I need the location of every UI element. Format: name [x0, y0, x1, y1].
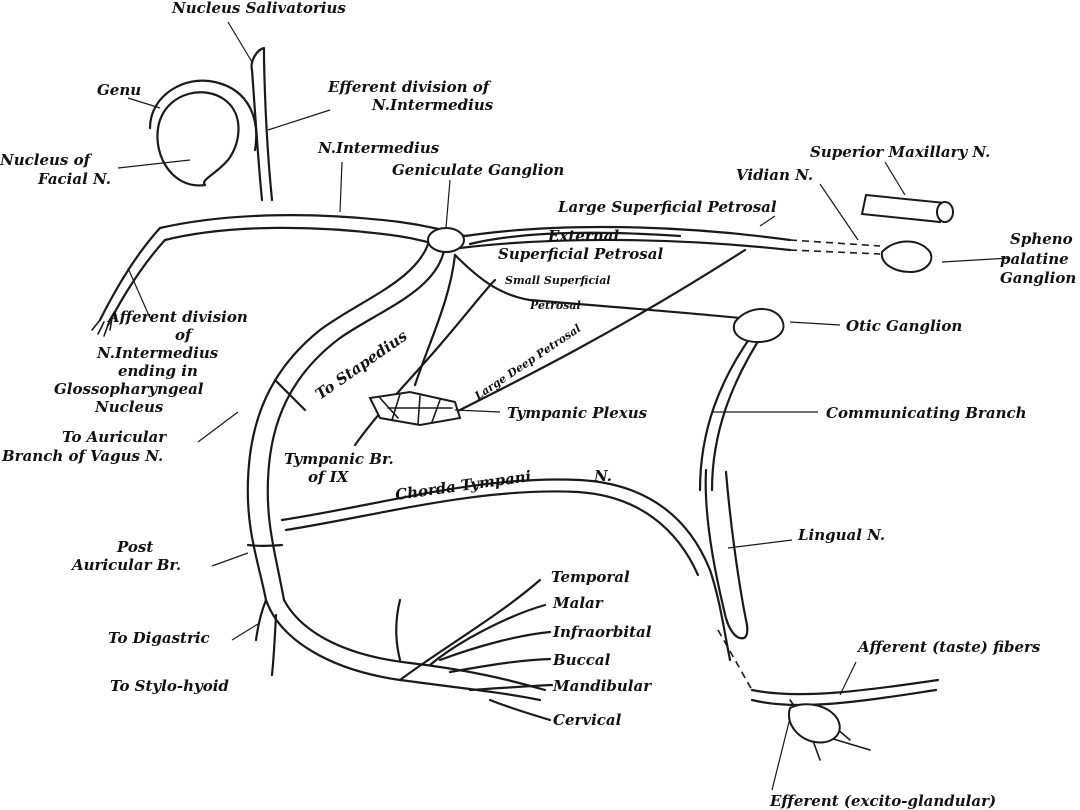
- afferent-fibers: [91, 317, 113, 337]
- label-cervical: Cervical: [553, 711, 622, 729]
- infraorbital-branch: [438, 630, 552, 662]
- main-trunk-lower: [163, 226, 457, 252]
- post-auricular-nerve: [246, 543, 284, 547]
- label-otic-ganglion: Otic Ganglion: [846, 317, 962, 335]
- external-superficial-petrosal-nerve: [468, 231, 682, 246]
- label-tympanic-br-1: Tympanic Br.: [284, 450, 394, 468]
- label-communicating-branch: Communicating Branch: [826, 404, 1027, 422]
- large-deep-petrosal-nerve: [448, 248, 747, 417]
- lower-trunk: [264, 598, 547, 702]
- facial-nucleus-loop: [156, 91, 240, 187]
- afferent-division-nerve: [98, 226, 167, 327]
- label-temporal: Temporal: [551, 568, 630, 586]
- ganglia: [368, 193, 954, 744]
- label-afferent-taste: Afferent (taste) fibers: [856, 638, 1041, 656]
- label-efferent-division-1: Efferent division of: [327, 78, 492, 96]
- label-spheno-1: Spheno: [1010, 230, 1073, 248]
- label-to-stylo-hyoid: To Stylo-hyoid: [110, 677, 229, 695]
- superior-maxillary-cylinder: [860, 193, 954, 224]
- label-large-superficial-petrosal: Large Superficial Petrosal: [557, 198, 777, 216]
- label-buccal: Buccal: [552, 651, 611, 669]
- label-to-auricular-1: To Auricular: [62, 428, 167, 446]
- label-afferent-division-3: N.Intermedius: [96, 344, 219, 362]
- label-afferent-division-2: of: [175, 326, 194, 344]
- label-nucleus-facial-2: Facial N.: [37, 170, 111, 188]
- label-nucleus-salivatorius: Nucleus Salivatorius: [171, 0, 346, 17]
- label-post-auricular-1: Post: [116, 538, 153, 556]
- label-afferent-division-1: Afferent division: [106, 308, 248, 326]
- label-infraorbital: Infraorbital: [552, 623, 652, 641]
- large-superficial-petrosal-nerve: [458, 225, 792, 252]
- label-small-superficial-1: Small Superficial: [505, 274, 611, 287]
- label-geniculate-ganglion: Geniculate Ganglion: [392, 161, 564, 179]
- tympanic-to-petrosal: [413, 253, 457, 387]
- label-external-2: Superficial Petrosal: [498, 245, 663, 263]
- label-vidian: Vidian N.: [736, 166, 813, 184]
- upper-loop-branch: [395, 598, 402, 662]
- label-efferent-division-2: N.Intermedius: [371, 96, 494, 114]
- submaxillary-ganglion: [788, 703, 841, 744]
- tympanic-branch-nerve: [353, 278, 497, 447]
- communicating-branch-nerve: [698, 333, 764, 492]
- label-to-auricular-2: Branch of Vagus N.: [1, 447, 163, 465]
- lingual-nerve: [704, 468, 749, 640]
- sphenopalatine-ganglion: [880, 240, 933, 274]
- label-to-stapedius: To Stapedius: [312, 326, 411, 403]
- otic-ganglion: [732, 308, 785, 344]
- label-small-superficial-2: Petrosal: [529, 299, 581, 312]
- nerve-paths: [91, 46, 940, 761]
- small-superficial-petrosal-nerve: [453, 253, 742, 320]
- label-spheno-3: Ganglion: [1000, 269, 1076, 287]
- label-malar: Malar: [552, 594, 604, 612]
- efferent-division-nerve: [250, 56, 274, 202]
- genu-arc: [148, 79, 258, 152]
- to-stapedius-nerve: [273, 378, 307, 412]
- tympanic-plexus: [368, 390, 462, 427]
- label-tympanic-plexus: Tympanic Plexus: [507, 404, 648, 422]
- to-stylo-hyoid-nerve: [270, 613, 278, 677]
- malar-branch: [428, 603, 547, 667]
- vidian-dashed: [789, 239, 881, 255]
- temporal-branch: [398, 578, 542, 682]
- label-to-digastric: To Digastric: [108, 629, 210, 647]
- nucleus-salivatorius-tip: [250, 46, 266, 72]
- label-nucleus-facial-1: Nucleus of: [0, 151, 93, 169]
- label-mandibular: Mandibular: [552, 677, 652, 695]
- buccal-branch: [448, 657, 552, 674]
- afferent-taste-nerve: [750, 678, 940, 707]
- chorda-tympani-inner: [284, 490, 700, 577]
- label-post-auricular-2: Auricular Br.: [70, 556, 181, 574]
- label-tympanic-br-2: of IX: [308, 468, 350, 486]
- label-afferent-division-4: ending in: [118, 362, 198, 380]
- chorda-tympani-nerve: [280, 478, 732, 662]
- to-digastric-nerve: [254, 598, 268, 642]
- label-chorda-n: N.: [593, 467, 612, 485]
- geniculate-ganglion: [427, 227, 465, 253]
- label-spheno-2: palatine: [1000, 250, 1069, 268]
- cervical-branch: [488, 698, 552, 722]
- label-external-1: External: [547, 227, 619, 245]
- label-efferent-excito: Efferent (excito-glandular): [769, 792, 996, 810]
- leader-lines: [117, 21, 1011, 791]
- label-afferent-division-5: Glossopharyngeal: [54, 380, 204, 398]
- label-large-deep-petrosal: Large Deep Petrosal: [472, 322, 584, 403]
- label-superior-maxillary: Superior Maxillary N.: [810, 143, 990, 161]
- label-afferent-division-6: Nucleus: [94, 398, 164, 416]
- label-genu: Genu: [97, 81, 141, 99]
- label-lingual: Lingual N.: [797, 526, 885, 544]
- chorda-dashed-lower: [717, 629, 753, 691]
- mandibular-branch: [468, 683, 554, 692]
- facial-canal-outer: [246, 236, 432, 602]
- label-n-intermedius: N.Intermedius: [317, 139, 440, 157]
